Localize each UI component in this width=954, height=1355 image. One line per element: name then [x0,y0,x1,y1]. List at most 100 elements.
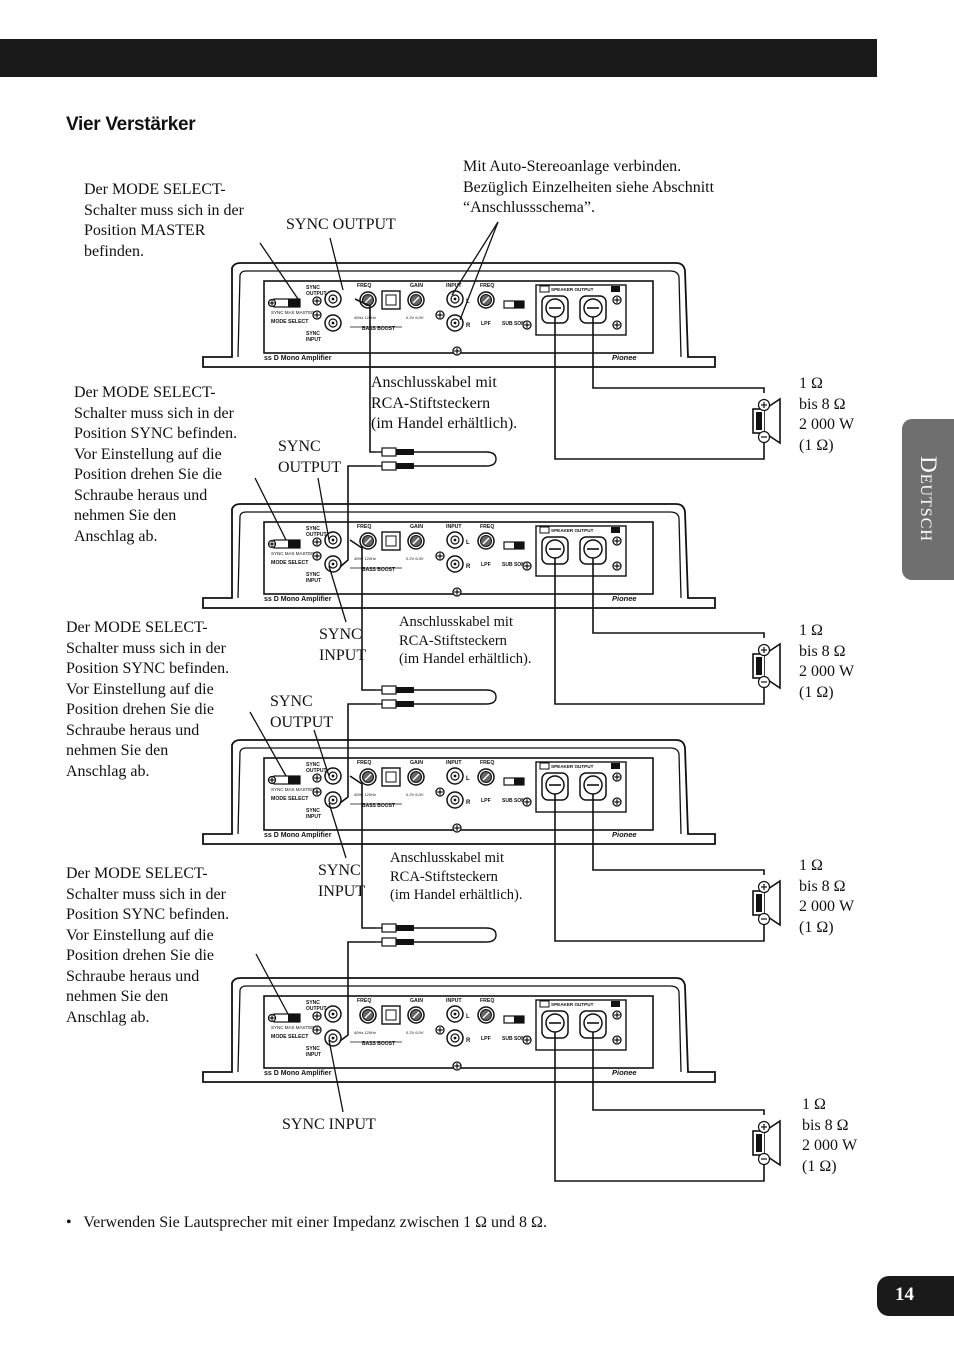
label-sync-input-3: SYNC INPUT [318,862,366,900]
mode-options-text: SYNC MAS MASTER [271,310,315,315]
amp-lpf-text: LPF [481,1036,491,1042]
svg-text:L: L [466,299,470,305]
amp-freq-text: FREQ [357,524,371,530]
sync-wire-in-2 [339,465,376,568]
leader-sync-input-2 [328,565,347,623]
label-cable-3: Anschlusskabel mit RCA-Stiftsteckern (im… [390,850,523,903]
svg-text:40Hz 120Hz: 40Hz 120Hz [354,1030,376,1035]
amp-sub-sonic-text: SUB SONIC [502,321,530,327]
speaker-wire-minus-3 [554,794,765,942]
rca-plug [381,699,397,709]
svg-text:OUTPUT: OUTPUT [306,532,327,538]
amp-sync-output-text: SYNC [306,285,320,291]
amp-model-text: ss D Mono Amplifier [264,596,332,603]
rca-plug [381,923,397,933]
amp-speaker-output-text: SPEAKER OUTPUT [551,1002,594,1007]
leader-sync-output-3 [313,729,330,777]
rca-plug [381,461,397,471]
svg-text:INPUT: INPUT [306,337,321,343]
amp-input-text: INPUT [446,760,462,766]
label-sync-input-2: SYNC INPUT [319,626,367,664]
speaker-4 [752,1119,781,1167]
mode-select-text: MODE SELECT [271,560,309,566]
sync-wire-in-3 [339,703,376,804]
amp-bass-boost-text: BASS BOOST [362,326,395,332]
speaker-cone [764,1119,781,1167]
label-sync-output-2: SYNC OUTPUT [278,438,342,476]
svg-text:FREQ: FREQ [480,524,494,530]
label-sync-output-1: SYNC OUTPUT [286,216,396,233]
label-sync-input-4: SYNC INPUT [282,1116,376,1133]
amp-freq-text: FREQ [357,998,371,1004]
speaker-wire-plus-4 [592,1032,765,1115]
amp-sync-input-text: SYNC [306,331,320,337]
label-sync-output-3: SYNC OUTPUT [270,693,334,731]
amp-model-text: ss D Mono Amplifier [264,355,332,362]
amp-gain-text: GAIN [410,524,423,530]
amp-sync-input-text: SYNC [306,1046,320,1052]
mode-options-text: SYNC MAS MASTER [271,551,315,556]
mode-select-text: MODE SELECT [271,796,309,802]
header-bar [0,39,877,77]
amp-sub-sonic-text: SUB SONIC [502,798,530,804]
speaker-cone [764,642,781,690]
amp-sync-input-text: SYNC [306,808,320,814]
amp-lpf-text: LPF [481,562,491,568]
rca-cable-1 [376,447,497,471]
svg-text:0.2V 6.0V: 0.2V 6.0V [406,1030,424,1035]
impedance-note: • Verwenden Sie Lautsprecher mit einer I… [66,1214,547,1231]
amp-gain-text: GAIN [410,760,423,766]
label-cable-2: Anschlusskabel mit RCA-Stiftsteckern (im… [399,614,532,667]
leader-sync-input-3 [328,802,347,859]
leader-mode-master [259,242,299,300]
svg-text:OUTPUT: OUTPUT [306,768,327,774]
svg-text:L: L [466,776,470,782]
amp-input-text: INPUT [446,998,462,1004]
svg-text:R: R [466,1038,471,1044]
svg-text:0.2V 6.0V: 0.2V 6.0V [406,315,424,320]
rca-plug [381,937,397,947]
leader-sync-input-4 [328,1039,344,1113]
page-number: 14 [895,1284,914,1305]
speaker-wire-plus-3 [592,794,765,875]
rca-cable-2 [376,685,497,709]
label-mode-master: Der MODE SELECT- Schalter muss sich in d… [84,181,244,260]
speaker-spec-3: 1 Ω bis 8 Ω 2 000 W (1 Ω) [799,857,855,936]
svg-text:0.2V 6.0V: 0.2V 6.0V [406,792,424,797]
amp-lpf-text: LPF [481,321,491,327]
rca-plug [381,685,397,695]
mode-options-text: SYNC MAS MASTER [271,1025,315,1030]
amp-speaker-output-text: SPEAKER OUTPUT [551,528,594,533]
amp-speaker-output-text: SPEAKER OUTPUT [551,287,594,292]
svg-text:40Hz 120Hz: 40Hz 120Hz [354,792,376,797]
speaker-spec-2: 1 Ω bis 8 Ω 2 000 W (1 Ω) [799,622,855,701]
amp-sub-sonic-text: SUB SONIC [502,562,530,568]
svg-text:OUTPUT: OUTPUT [306,291,327,297]
amp-sync-input-text: SYNC [306,572,320,578]
section-heading: Vier Verstärker [66,114,196,135]
mode-select-text: MODE SELECT [271,1034,309,1040]
language-tab[interactable]: Deutsch [902,419,954,580]
svg-text:OUTPUT: OUTPUT [306,1006,327,1012]
svg-text:INPUT: INPUT [306,578,321,584]
leader-stereo-r [459,221,499,321]
amp-sync-output-text: SYNC [306,1000,320,1006]
svg-text:L: L [466,1014,470,1020]
svg-text:INPUT: INPUT [306,1052,321,1058]
svg-text:R: R [466,323,471,329]
page-number-tab: 14 [877,1276,954,1316]
label-stereo-connect: Mit Auto-Stereoanlage verbinden. Bezügli… [463,158,715,216]
amp-brand-text: Pionee [612,830,637,839]
amp-gain-text: GAIN [410,998,423,1004]
label-mode-sync-2: Der MODE SELECT- Schalter muss sich in d… [74,384,238,545]
speaker-3 [752,879,781,927]
rca-cable-3 [376,923,497,947]
speaker-wire-minus-4 [554,1032,765,1182]
svg-text:40Hz 120Hz: 40Hz 120Hz [354,315,376,320]
amp-sub-sonic-text: SUB SONIC [502,1036,530,1042]
svg-text:L: L [466,540,470,546]
speaker-wire-plus-1 [592,317,765,393]
speaker-2 [752,642,781,690]
